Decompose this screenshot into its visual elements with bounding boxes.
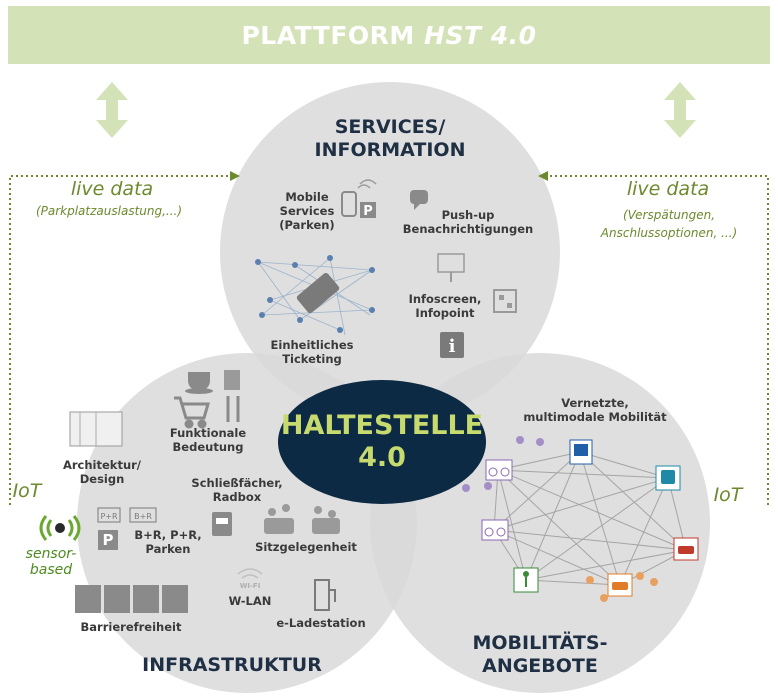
qr-code-icon [493, 289, 517, 313]
architektur-label: Architektur/Design [62, 458, 142, 486]
right-double-arrow [664, 82, 696, 138]
shopping-cart-icon [174, 396, 210, 429]
cutlery-icon [226, 396, 240, 422]
right-dotted-connector [546, 175, 769, 505]
right-connector-arrowhead [538, 171, 548, 181]
people-seating-icon [264, 504, 340, 534]
person-icons-orange [586, 572, 658, 602]
bike-icon-1 [485, 459, 513, 481]
wifi-icon [237, 568, 263, 579]
br-sign-icon: B+R [129, 507, 157, 523]
barrierefreiheit-label: Barrierefreiheit [80, 620, 182, 634]
platform-banner: PLATTFORM HST 4.0 [8, 6, 770, 64]
car-icon-red [673, 537, 699, 561]
infrastruktur-title: INFRASTRUKTUR [142, 654, 322, 676]
info-icon: i [440, 332, 464, 358]
mobilitaet-title: MOBILITÄTS-ANGEBOTE [472, 632, 608, 677]
parken-label: B+R, P+R,Parken [134, 528, 202, 556]
sitzgelegenheit-label: Sitzgelegenheit [255, 540, 357, 554]
left-live-data: live data [70, 178, 154, 200]
parking-sign-icon: P [360, 202, 376, 219]
bus-icon [569, 439, 593, 465]
locker-icon [212, 512, 232, 536]
right-live-data-detail: (Verspätungen,Anschlussoptionen, ...) [600, 208, 738, 240]
left-double-arrow [96, 82, 128, 138]
accessibility-icons [75, 585, 188, 613]
charging-station-icon [314, 579, 336, 611]
walking-icon [513, 567, 539, 593]
pharmacy-icon [224, 370, 240, 390]
svg-text:i: i [449, 336, 456, 357]
left-iot-label: IoT [12, 480, 42, 502]
svg-text:B+R: B+R [134, 512, 152, 521]
svg-text:P+R: P+R [100, 512, 118, 521]
parking-p-icon: P [98, 530, 118, 550]
right-live-data: live data [626, 178, 710, 200]
ticket-icon [296, 272, 340, 314]
wlan-label: W-LAN [228, 594, 272, 608]
svg-text:P: P [103, 531, 114, 549]
touch-screen-icon [437, 253, 465, 282]
schliessfaecher-label: Schließfächer,Radbox [191, 476, 283, 504]
sensor-signal-icon [39, 515, 81, 541]
network-node-icons [255, 255, 375, 333]
left-live-data-detail: (Parkplatzauslastung,...) [35, 204, 183, 218]
left-connector-arrowhead [230, 171, 240, 181]
right-iot-label: IoT [713, 484, 743, 506]
mobility-network-lines [493, 451, 687, 586]
sensor-based-label: sensor-based [25, 546, 77, 578]
carsharing-icon [607, 573, 633, 597]
vernetzte-label: Vernetzte,multimodale Mobilität [523, 396, 667, 424]
left-dotted-connector [9, 175, 232, 505]
hub-ellipse [278, 380, 486, 504]
svg-text:P: P [363, 204, 373, 219]
building-sketch-icon [69, 411, 123, 447]
wifi-small-label: WI-FI [239, 582, 261, 590]
pr-sign-icon: P+R [97, 507, 121, 523]
coffee-cup-icon [185, 372, 213, 394]
banner-title: PLATTFORM HST 4.0 [241, 20, 537, 50]
ladestation-label: e-Ladestation [276, 616, 366, 630]
mobile-phone-icon [341, 179, 377, 217]
services-title: SERVICES/INFORMATION [314, 116, 466, 161]
services-circle [220, 82, 560, 422]
bike-icon-2 [481, 519, 509, 541]
infoscreen-label: Infoscreen,Infopoint [408, 292, 482, 320]
train-icon [655, 465, 681, 491]
chat-bubble-icon [410, 190, 428, 210]
